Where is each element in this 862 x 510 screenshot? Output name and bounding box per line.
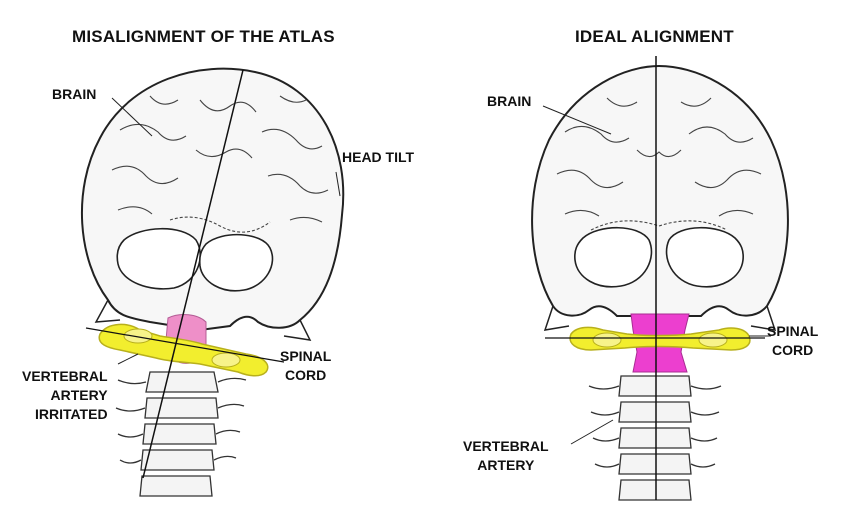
vertebral-artery-label: VERTEBRAL ARTERY	[463, 438, 549, 473]
atlas-facet-right	[211, 352, 241, 368]
atlas-facet-left	[592, 332, 622, 348]
misalignment-panel: MISALIGNMENT OF THE ATLAS BRAIN HEAD TIL…	[22, 27, 415, 497]
vertebral-artery-leader-line	[117, 353, 139, 365]
tilted-midline	[142, 69, 244, 479]
ideal-alignment-panel: IDEAL ALIGNMENT BRAIN SPINAL CORD VERTEB…	[431, 0, 862, 510]
orbit-right	[198, 233, 274, 292]
vertebral-artery-irritated-label: VERTEBRAL ARTERY IRRITATED	[22, 368, 108, 422]
cervical-spine	[115, 371, 247, 497]
mastoid-right	[750, 305, 777, 331]
brain-folds	[111, 95, 329, 233]
aligned-skull-illustration	[531, 56, 789, 501]
skull-outline	[80, 67, 345, 332]
brain-label: BRAIN	[487, 93, 532, 109]
mastoid-left	[94, 299, 121, 323]
atlas-facet-left	[123, 328, 153, 344]
orbit-right	[665, 227, 744, 288]
vertebral-artery-leader-line	[570, 419, 614, 445]
horizontal-reference-line	[85, 327, 285, 363]
brain-folds	[556, 97, 762, 231]
brain-leader-line	[111, 97, 153, 137]
cervical-spine	[588, 375, 722, 501]
mastoid-left	[543, 305, 570, 331]
brain-leader-line	[542, 105, 612, 135]
atlas-facet-right	[698, 332, 728, 348]
spinal-cord-label: SPINAL CORD	[280, 348, 332, 383]
orbit-left	[116, 227, 201, 290]
ideal-alignment-title: IDEAL ALIGNMENT	[575, 27, 734, 46]
misalignment-title: MISALIGNMENT OF THE ATLAS	[72, 27, 335, 46]
skull-outline	[531, 64, 789, 317]
spinal-cord-label: SPINAL CORD	[767, 323, 819, 358]
head-tilt-label: HEAD TILT	[342, 149, 415, 165]
brain-label: BRAIN	[52, 86, 97, 102]
orbit-left	[574, 227, 653, 288]
mastoid-right	[283, 319, 312, 341]
misaligned-skull-illustration	[80, 67, 345, 497]
head-tilt-leader-line	[335, 171, 341, 197]
